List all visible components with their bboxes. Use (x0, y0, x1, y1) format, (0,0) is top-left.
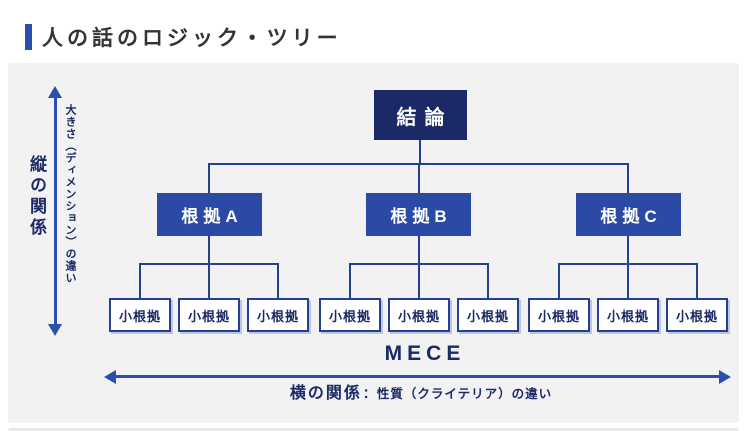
next-section-edge (8, 428, 739, 431)
vertical-arrow-down-icon (48, 324, 62, 336)
node-sub-evidence: 小根拠 (247, 298, 309, 332)
connector-drop-leaf (418, 263, 420, 298)
connector-drop-leaf (558, 263, 560, 298)
node-sub-evidence: 小根拠 (597, 298, 659, 332)
node-sub-evidence: 小根拠 (457, 298, 519, 332)
vertical-arrow-up-icon (48, 86, 62, 98)
node-evidence-a: 根拠A (157, 193, 262, 236)
horizontal-axis-label: 横の関係 ： 性質（クライテリア）の違い (290, 379, 552, 403)
connector-drop-branch-b (418, 163, 420, 193)
mece-label: MECE (384, 342, 466, 365)
horizontal-axis-label-separator: ： (362, 386, 376, 401)
diagram-panel (8, 63, 739, 423)
connector-drop-leaf (208, 263, 210, 298)
connector-drop-leaf (696, 263, 698, 298)
vertical-double-arrow-icon (54, 96, 57, 326)
node-sub-evidence: 小根拠 (666, 298, 728, 332)
horizontal-axis-sublabel: 性質（クライテリア）の違い (376, 387, 553, 401)
horizontal-arrow-right-icon (719, 369, 731, 384)
connector-root-stem (419, 139, 421, 165)
node-evidence-b: 根拠B (366, 193, 471, 236)
page-title: 人の話のロジック・ツリー (42, 27, 342, 50)
title-accent-bar (25, 24, 32, 50)
connector-drop-leaf (349, 263, 351, 298)
connector-drop-leaf (627, 263, 629, 298)
horizontal-double-arrow-icon (114, 375, 720, 378)
connector-drop-leaf (487, 263, 489, 298)
connector-stem-c (627, 236, 629, 265)
connector-drop-branch-c (627, 163, 629, 193)
vertical-axis-label: 縦の関係 (27, 155, 46, 239)
connector-drop-leaf (139, 263, 141, 298)
node-conclusion: 結論 (374, 90, 467, 140)
connector-stem-a (208, 236, 210, 265)
connector-drop-leaf (277, 263, 279, 298)
connector-stem-b (418, 236, 420, 265)
node-sub-evidence: 小根拠 (319, 298, 381, 332)
horizontal-axis-label-main: 横の関係 (289, 385, 362, 402)
node-sub-evidence: 小根拠 (528, 298, 590, 332)
connector-drop-branch-a (208, 163, 210, 193)
vertical-axis-sublabel: 大きさ（ディメンション）の違い (64, 104, 76, 284)
node-sub-evidence: 小根拠 (109, 298, 171, 332)
horizontal-arrow-left-icon (104, 369, 116, 384)
node-evidence-c: 根拠C (576, 193, 681, 236)
node-sub-evidence: 小根拠 (388, 298, 450, 332)
node-sub-evidence: 小根拠 (178, 298, 240, 332)
